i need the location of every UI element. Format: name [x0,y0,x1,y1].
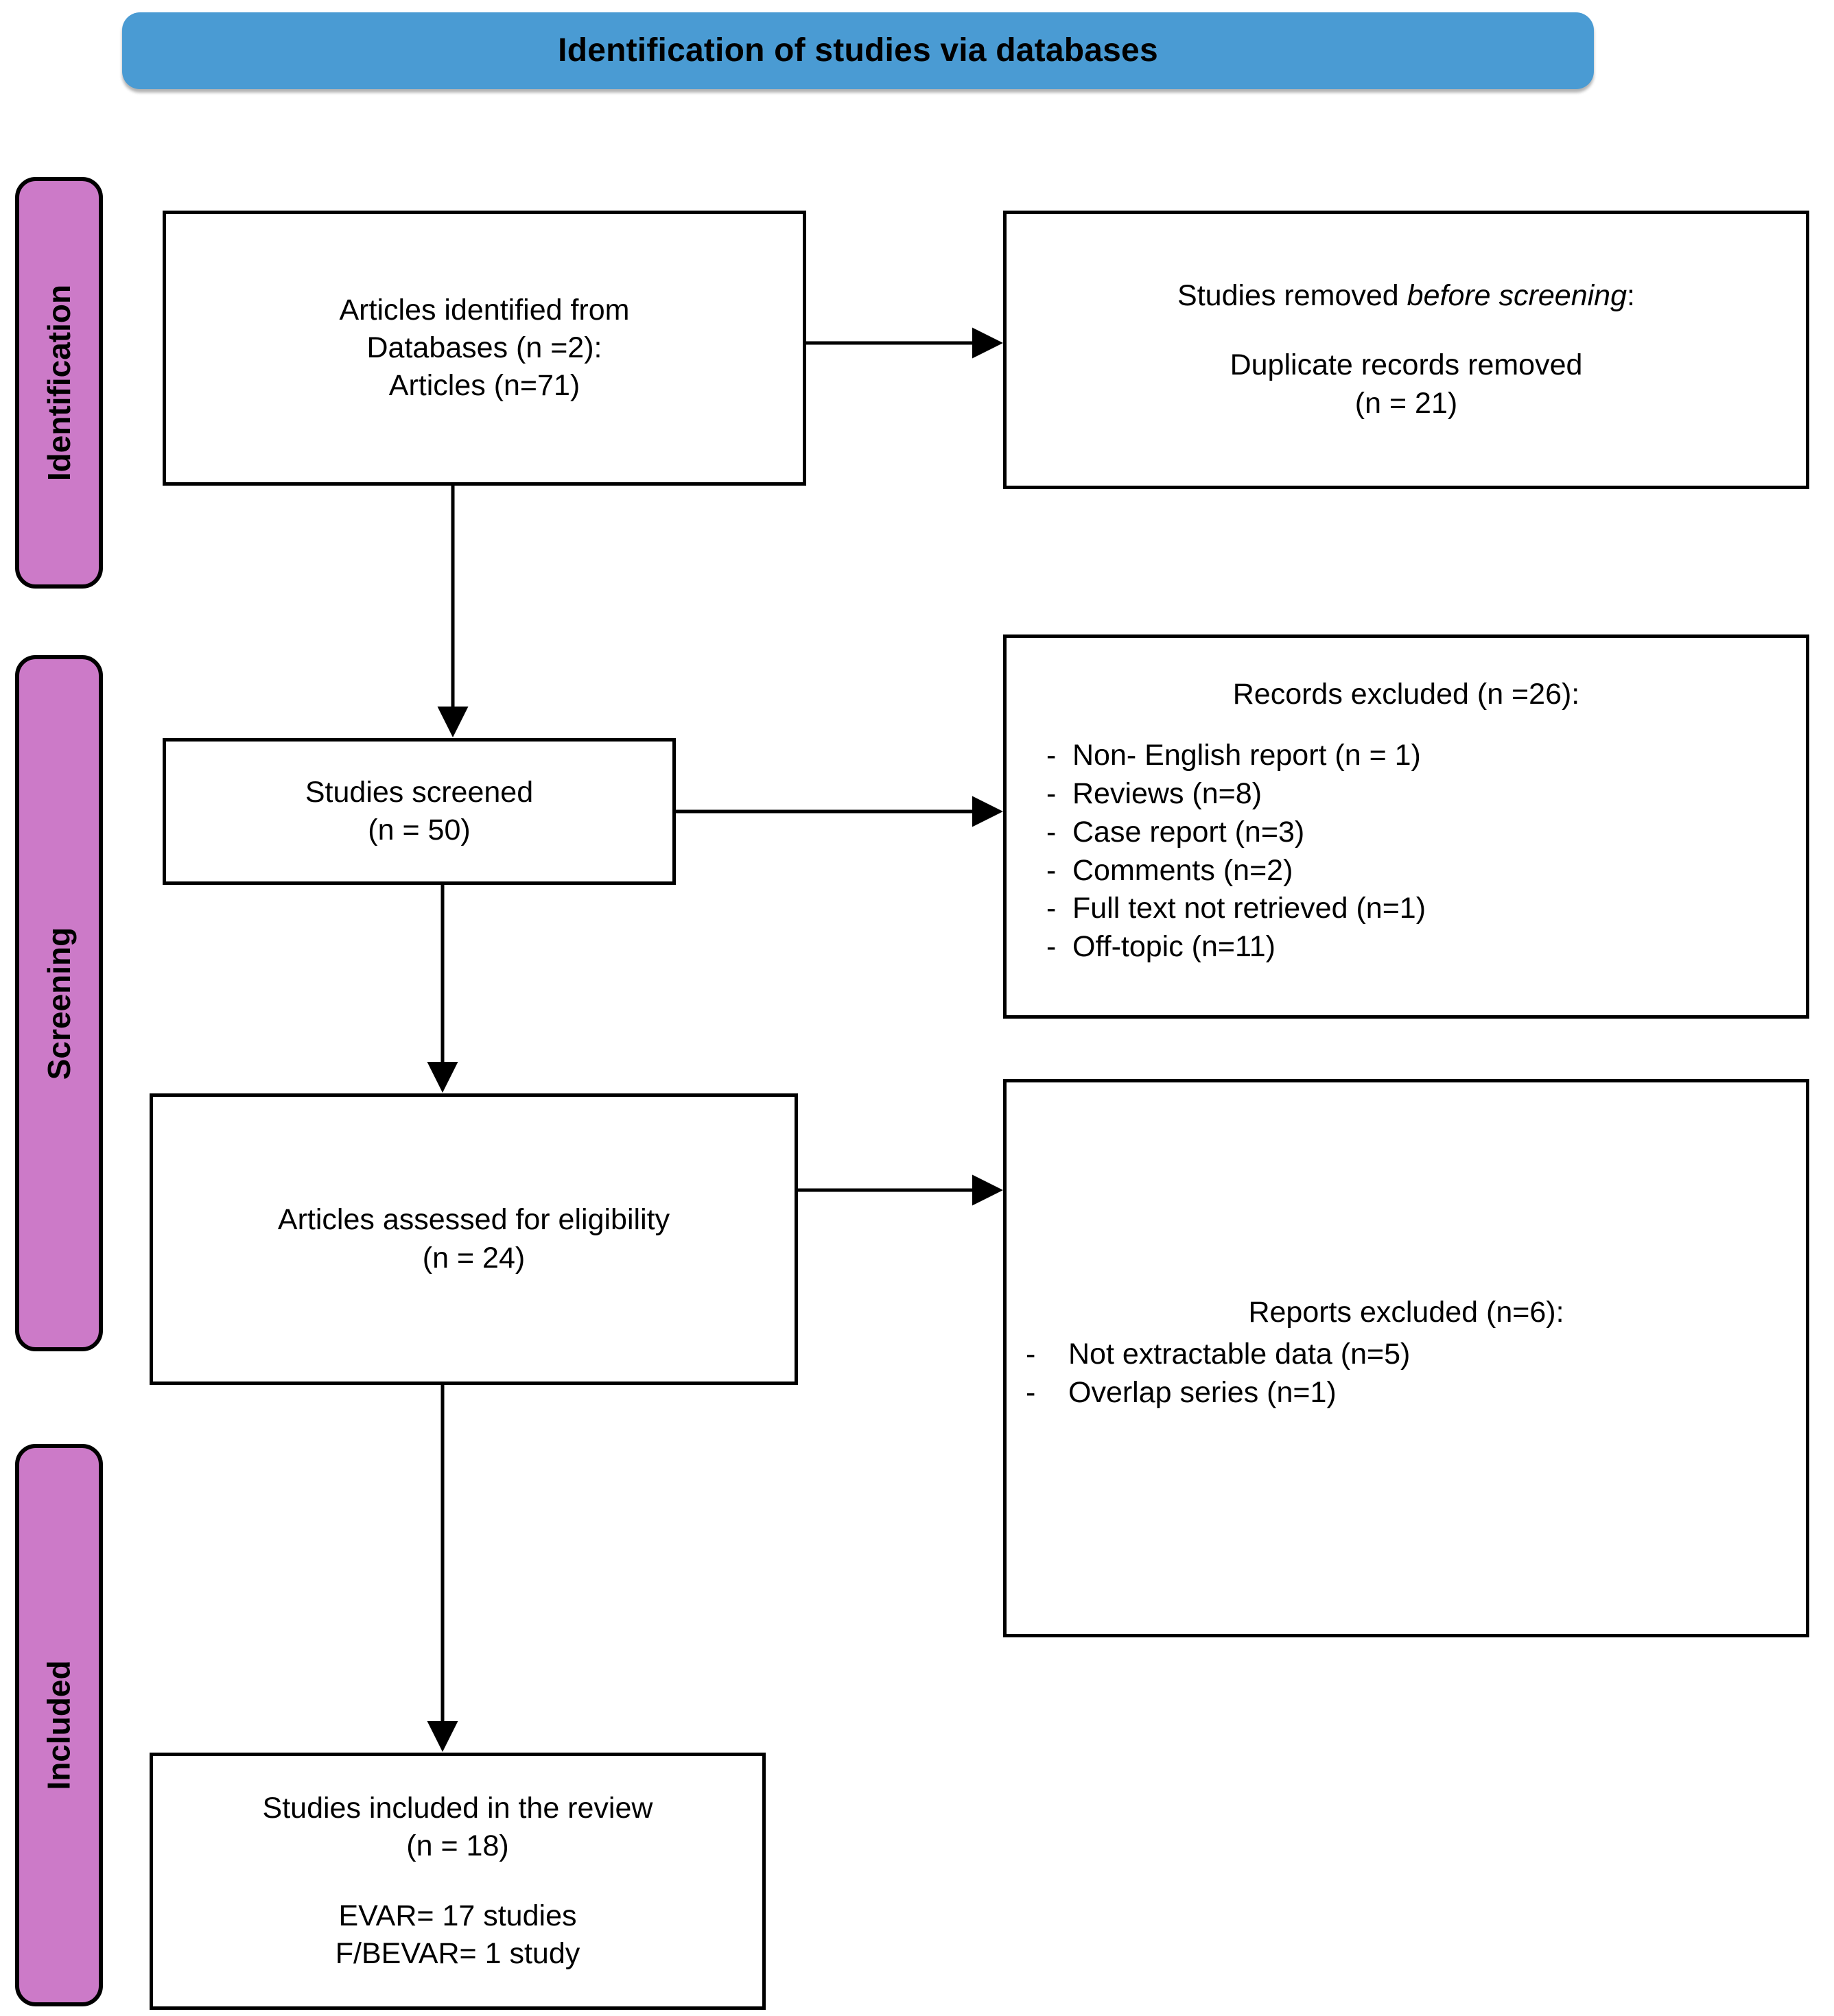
node-line: Studies screened [305,775,534,809]
node-line: (n = 18) [406,1829,509,1863]
list-item: - Not extractable data (n=5) [1007,1336,1806,1374]
list-item-label: Comments (n=2) [1072,853,1293,887]
records-excluded-list: - Non- English report (n = 1) - Reviews … [1007,737,1806,967]
removed-head-prefix: Studies removed [1177,279,1407,313]
stage-label-included: Included [41,1660,77,1790]
diagram-title-banner: Identification of studies via databases [122,12,1594,89]
bullet-marker: - [1026,1375,1036,1409]
bullet-marker: - [1046,853,1057,887]
list-item-label: Overlap series (n=1) [1068,1375,1337,1409]
node-heading: Records excluded (n =26): [1232,677,1580,711]
node-line: (n = 24) [422,1241,526,1274]
list-item: - Overlap series (n=1) [1007,1374,1806,1412]
node-line: Databases (n =2): [366,331,602,364]
list-item: - Comments (n=2) [1007,852,1806,890]
list-item: - Off-topic (n=11) [1007,928,1806,967]
reports-excluded-list: - Not extractable data (n=5) - Overlap s… [1007,1336,1806,1412]
list-item-label: Not extractable data (n=5) [1068,1337,1411,1371]
stage-bar-screening: Screening [15,655,103,1351]
node-articles-identified: Articles identified from Databases (n =2… [163,211,806,486]
bullet-marker: - [1046,892,1057,925]
node-line: Articles (n=71) [388,369,580,403]
removed-head-italic: before screening [1407,279,1627,313]
node-reports-excluded: Reports excluded (n=6): - Not extractabl… [1003,1079,1809,1637]
bullet-marker: - [1026,1337,1036,1371]
list-item-label: Off-topic (n=11) [1072,930,1275,964]
node-studies-included: Studies included in the review (n = 18) … [150,1753,766,2010]
node-heading: Reports excluded (n=6): [1248,1295,1564,1329]
node-line: Articles assessed for eligibility [277,1203,670,1237]
node-heading: Studies removed before screening: [1007,277,1806,315]
removed-head-suffix: : [1627,279,1635,313]
node-line: Articles identified from [339,293,630,327]
stage-label-screening: Screening [41,927,78,1080]
list-item: - Non- English report (n = 1) [1007,737,1806,775]
node-articles-assessed-eligibility: Articles assessed for eligibility (n = 2… [150,1093,798,1385]
node-line: EVAR= 17 studies [338,1899,577,1932]
stage-bar-included: Included [15,1444,103,2006]
list-item-label: Case report (n=3) [1072,815,1305,849]
list-item: - Full text not retrieved (n=1) [1007,890,1806,928]
stage-label-identification: Identification [41,284,78,482]
list-item: - Reviews (n=8) [1007,775,1806,814]
list-item-label: Full text not retrieved (n=1) [1072,892,1426,925]
spacer [1007,315,1806,346]
node-studies-removed: Studies removed before screening: Duplic… [1003,211,1809,489]
list-item-label: Non- English report (n = 1) [1072,738,1421,772]
spacer [153,1866,762,1897]
stage-bar-identification: Identification [15,177,103,589]
node-line: Duplicate records removed [1230,348,1583,382]
bullet-marker: - [1046,815,1057,849]
page-title: Identification of studies via databases [558,32,1158,69]
node-line: Studies included in the review [262,1792,653,1825]
node-records-excluded: Records excluded (n =26): - Non- English… [1003,635,1809,1019]
bullet-marker: - [1046,930,1057,964]
list-item: - Case report (n=3) [1007,814,1806,852]
list-item-label: Reviews (n=8) [1072,776,1262,810]
bullet-marker: - [1046,738,1057,772]
bullet-marker: - [1046,776,1057,810]
node-line: F/BEVAR= 1 study [335,1936,580,1970]
node-line: (n = 21) [1354,386,1458,420]
node-studies-screened: Studies screened (n = 50) [163,738,676,885]
node-line: (n = 50) [368,814,471,846]
